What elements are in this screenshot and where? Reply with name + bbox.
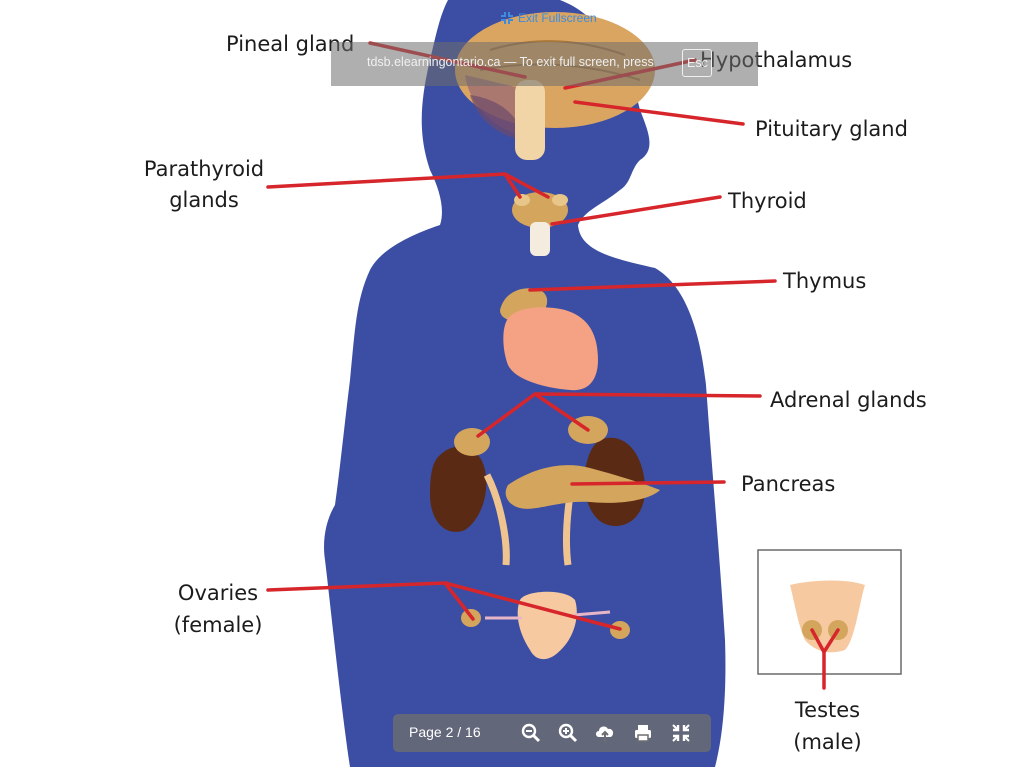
- page-indicator: Page 2 / 16: [409, 724, 481, 740]
- exit-fullscreen-label: Exit Fullscreen: [518, 11, 597, 25]
- exit-fullscreen-icon: [672, 724, 690, 742]
- body-silhouette: [324, 0, 726, 767]
- zoom-in-icon: [558, 723, 578, 743]
- zoom-out-icon: [521, 723, 541, 743]
- label-adrenal-glands: Adrenal glands: [770, 388, 927, 412]
- zoom-in-button[interactable]: [557, 722, 579, 744]
- label-ovaries: Ovaries (female): [168, 580, 268, 638]
- print-icon: [635, 725, 651, 742]
- exit-fullscreen-icon: [501, 12, 513, 24]
- label-ovaries-line2: (female): [173, 613, 263, 637]
- label-testes-line2: (male): [793, 730, 862, 754]
- label-parathyroid-line2: glands: [169, 188, 239, 212]
- pancreas: [505, 465, 660, 509]
- pdf-viewer-toolbar: Page 2 / 16: [393, 714, 711, 752]
- download-button[interactable]: [594, 722, 616, 744]
- heart: [503, 307, 598, 391]
- fullscreen-notice-message: tdsb.elearningontario.ca — To exit full …: [367, 55, 654, 69]
- label-pancreas: Pancreas: [741, 472, 836, 496]
- label-thyroid: Thyroid: [728, 189, 807, 213]
- fullscreen-notice: tdsb.elearningontario.ca — To exit full …: [331, 42, 758, 86]
- print-button[interactable]: [632, 722, 654, 744]
- zoom-out-button[interactable]: [520, 722, 542, 744]
- esc-key-badge: Esc: [682, 49, 712, 77]
- label-testes-line1: Testes: [794, 698, 861, 722]
- download-icon: [596, 726, 614, 742]
- label-parathyroid: Parathyroid glands: [138, 156, 270, 213]
- label-parathyroid-line1: Parathyroid: [143, 157, 265, 181]
- testes-inset: [757, 549, 902, 675]
- label-thymus: Thymus: [783, 269, 867, 293]
- label-pituitary-gland: Pituitary gland: [755, 117, 908, 141]
- exit-fullscreen-link[interactable]: Exit Fullscreen: [500, 9, 597, 27]
- label-testes: Testes (male): [780, 697, 875, 755]
- label-ovaries-line1: Ovaries: [177, 581, 259, 605]
- exit-fullscreen-button[interactable]: [670, 722, 692, 744]
- thyroid-gland: [512, 192, 568, 256]
